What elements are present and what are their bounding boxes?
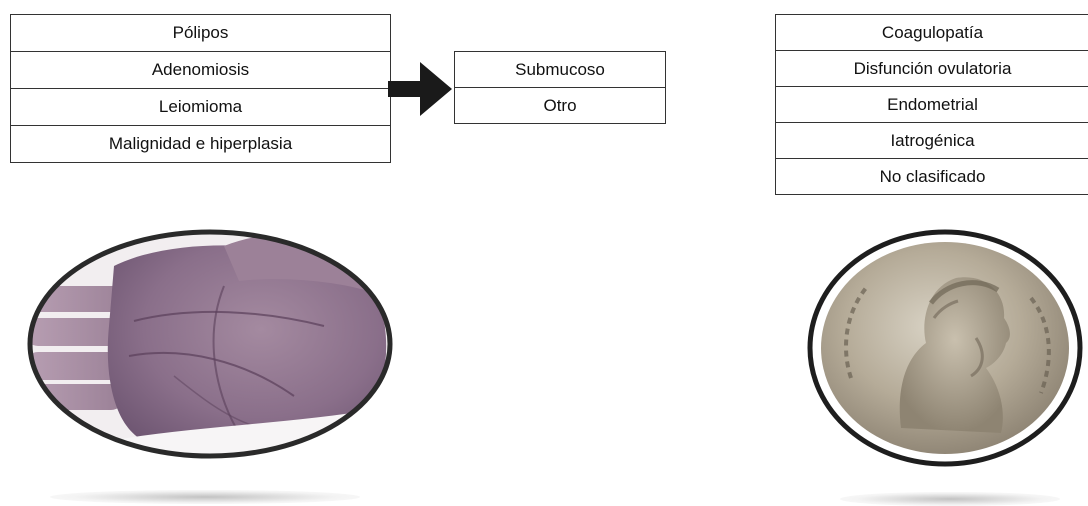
palm-row-adenomiosis: Adenomiosis: [11, 52, 390, 89]
coein-row-endometrial: Endometrial: [776, 87, 1088, 123]
coin-image-shadow: [840, 492, 1060, 506]
coein-row-disfuncion: Disfunción ovulatoria: [776, 51, 1088, 87]
leiomioma-subtype-table: Submucoso Otro: [454, 51, 666, 124]
coein-row-no-clasificado: No clasificado: [776, 159, 1088, 195]
palm-hand-image: [24, 226, 396, 462]
right-arrow-icon: [388, 60, 454, 118]
coein-classification-table: Coagulopatía Disfunción ovulatoria Endom…: [775, 14, 1088, 195]
coein-row-iatrogenica: Iatrogénica: [776, 123, 1088, 159]
palm-row-malignidad: Malignidad e hiperplasia: [11, 126, 390, 163]
coein-row-coagulopatia: Coagulopatía: [776, 15, 1088, 51]
palm-image-shadow: [50, 490, 360, 504]
subtype-row-otro: Otro: [455, 88, 665, 124]
palm-row-leiomioma: Leiomioma: [11, 89, 390, 126]
roman-coin-image: [806, 228, 1084, 468]
subtype-row-submucoso: Submucoso: [455, 52, 665, 88]
palm-classification-table: Pólipos Adenomiosis Leiomioma Malignidad…: [10, 14, 391, 163]
palm-row-polipos: Pólipos: [11, 15, 390, 52]
